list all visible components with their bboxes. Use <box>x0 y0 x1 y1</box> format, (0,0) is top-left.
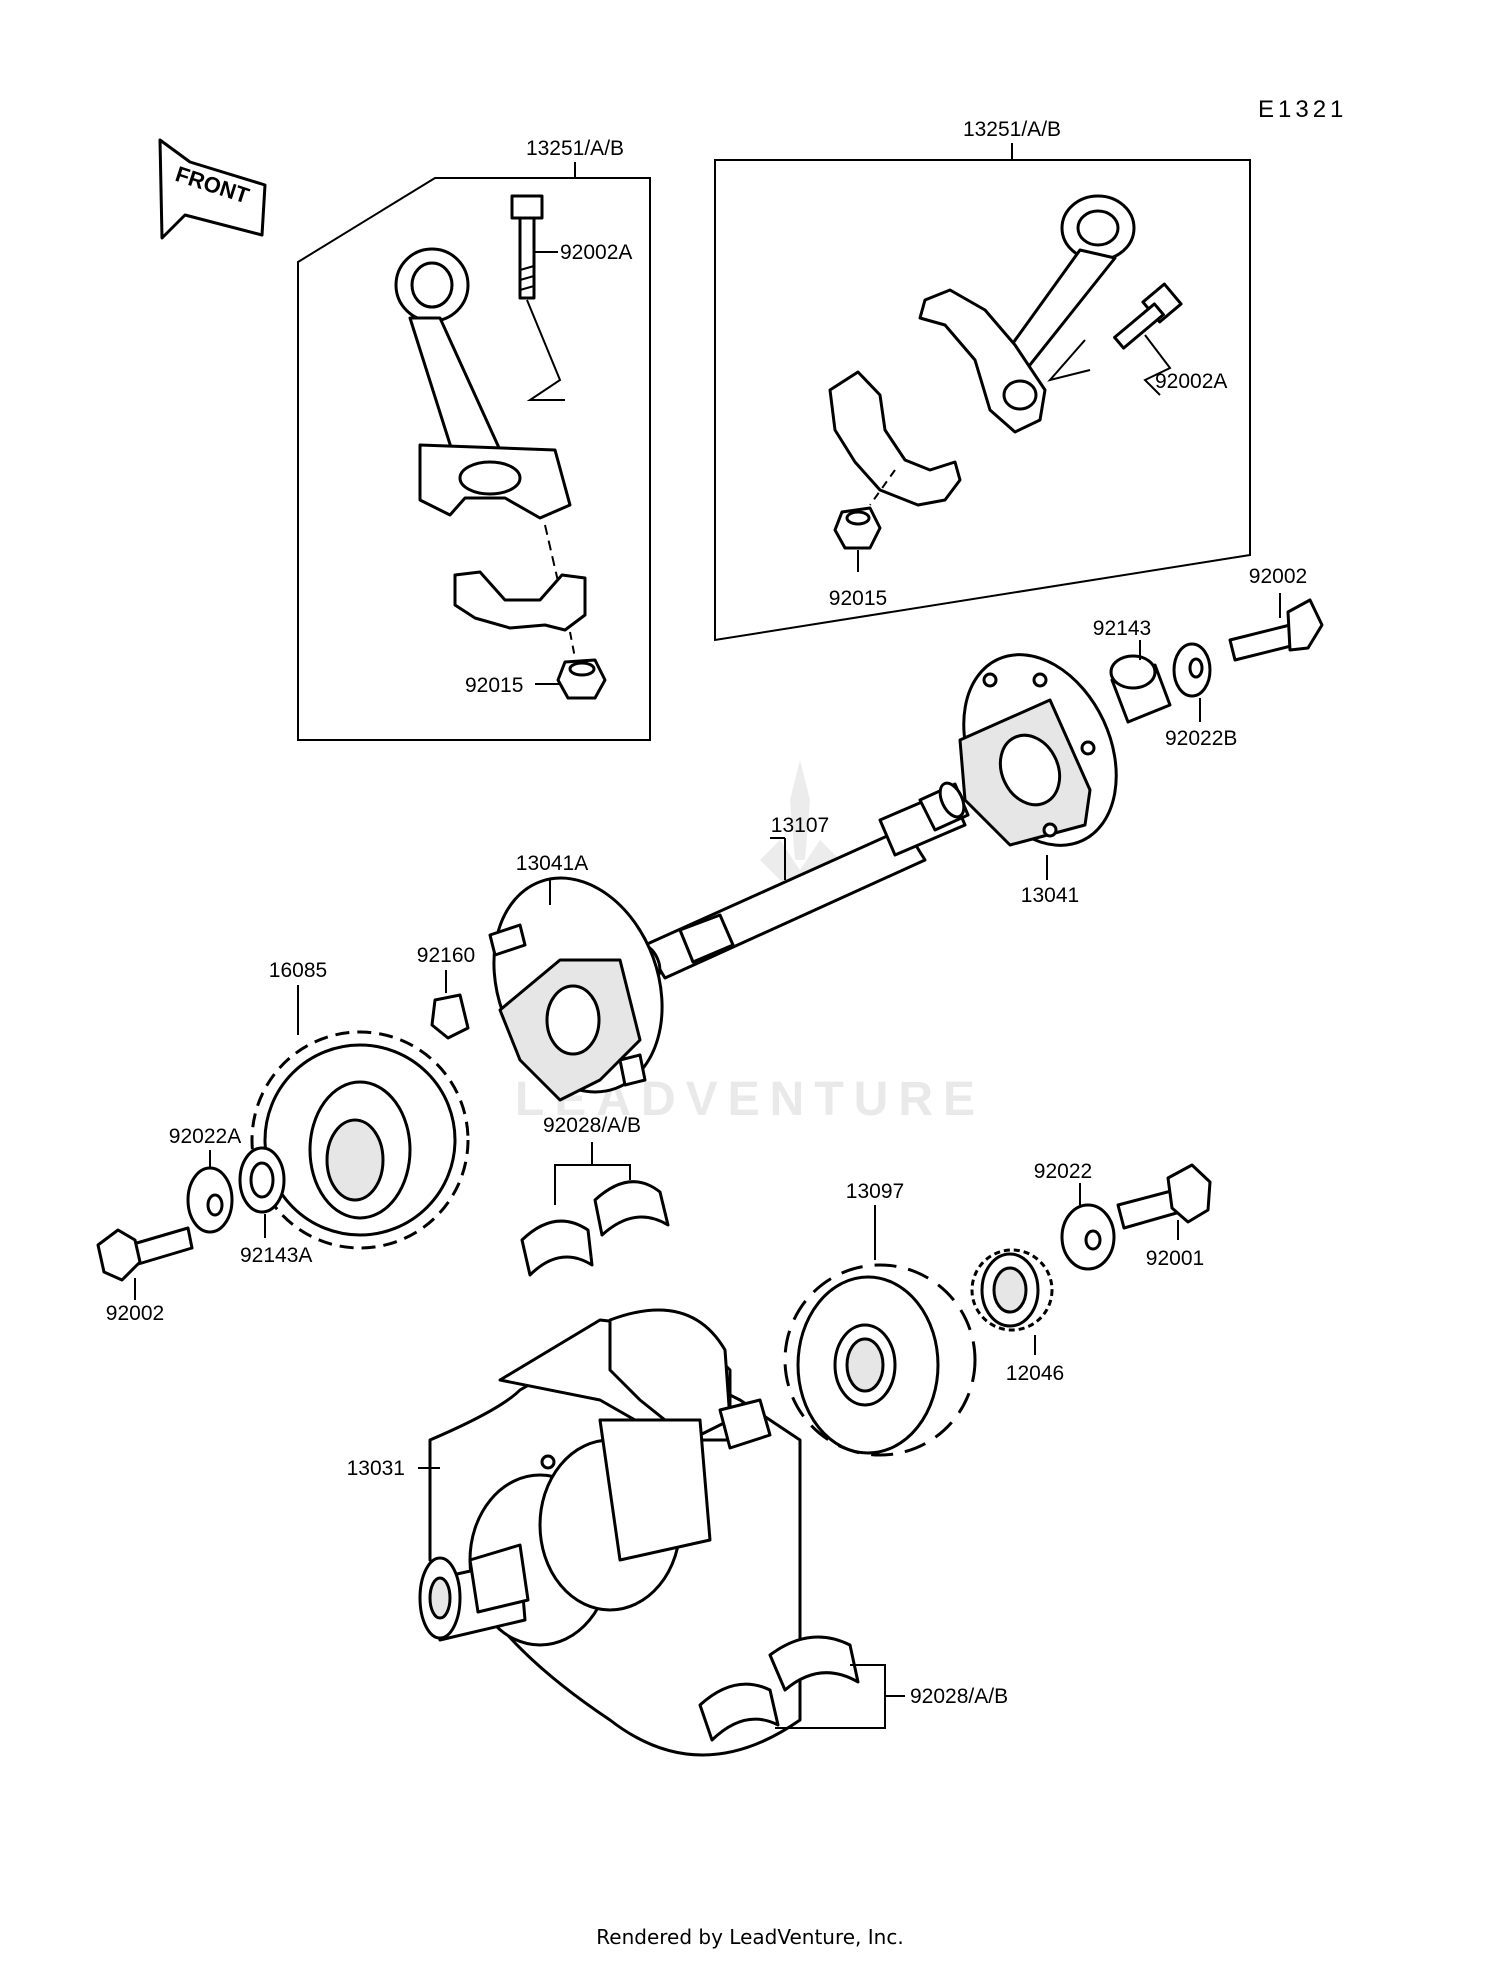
label-92028-top: 92028/A/B <box>543 1114 641 1137</box>
label-13107: 13107 <box>771 814 829 837</box>
label-13251-right: 13251/A/B <box>963 118 1061 141</box>
bolt-92002A-left <box>510 194 544 300</box>
rod-cap-left <box>453 570 587 632</box>
footer-text: Rendered by LeadVenture, Inc. <box>596 1925 903 1949</box>
label-13251-left: 13251/A/B <box>526 137 624 160</box>
washer-92022A <box>186 1166 234 1234</box>
bolt-92002-left <box>96 1226 194 1282</box>
label-92002-top: 92002 <box>1249 565 1307 588</box>
label-92022B: 92022B <box>1165 727 1237 750</box>
label-13041A: 13041A <box>516 852 588 875</box>
label-92015-right: 92015 <box>829 587 887 610</box>
collar-92143 <box>1109 654 1172 724</box>
bolt-92001 <box>1116 1163 1212 1230</box>
label-92143A: 92143A <box>240 1244 312 1267</box>
sprag-holder-13041A <box>488 876 664 1102</box>
label-92160: 92160 <box>417 944 475 967</box>
conrod-group-left: 13251/A/B 92002A <box>297 137 651 741</box>
nut-92015-left <box>556 658 607 700</box>
bearings-92028-top <box>520 1180 670 1277</box>
bolt-92002A-right <box>1113 282 1183 350</box>
connecting-rod-right <box>918 194 1136 434</box>
label-92002A-left: 92002A <box>560 241 632 264</box>
label-16085: 16085 <box>269 959 327 982</box>
label-92028-bottom: 92028/A/B <box>910 1685 1008 1708</box>
label-13097: 13097 <box>846 1180 904 1203</box>
gear-16085 <box>250 1030 470 1250</box>
bearings-92028-bottom <box>698 1635 860 1742</box>
sprag-holder-13041 <box>958 653 1118 847</box>
key-92160 <box>430 993 470 1040</box>
label-92002A-right: 92002A <box>1155 370 1227 393</box>
label-92143: 92143 <box>1093 617 1151 640</box>
watermark: LEADVENTURE <box>515 760 975 1126</box>
sprag-12046 <box>970 1248 1054 1332</box>
label-92022: 92022 <box>1034 1160 1092 1183</box>
diagram-code: E1321 <box>1258 96 1347 123</box>
gear-13097 <box>783 1263 977 1457</box>
nut-92015-right <box>833 506 882 550</box>
front-arrow-icon: FRONT <box>158 138 267 240</box>
connecting-rod-left <box>394 247 572 520</box>
crankshaft-13031 <box>418 1308 802 1757</box>
label-12046: 12046 <box>1006 1362 1064 1385</box>
bolt-92002-top <box>1228 598 1324 662</box>
label-92002-left: 92002 <box>106 1302 164 1325</box>
label-92001: 92001 <box>1146 1247 1204 1270</box>
label-92015-left: 92015 <box>465 674 523 697</box>
label-13041: 13041 <box>1021 884 1079 907</box>
conrod-group-right: 13251/A/B 92002A 92015 <box>714 118 1251 642</box>
washer-92022 <box>1060 1203 1116 1271</box>
washer-92143A <box>238 1146 286 1214</box>
rod-cap-right <box>828 370 962 507</box>
label-92022A: 92022A <box>169 1125 241 1148</box>
washer-92022B <box>1172 642 1212 698</box>
label-13031: 13031 <box>347 1457 405 1480</box>
